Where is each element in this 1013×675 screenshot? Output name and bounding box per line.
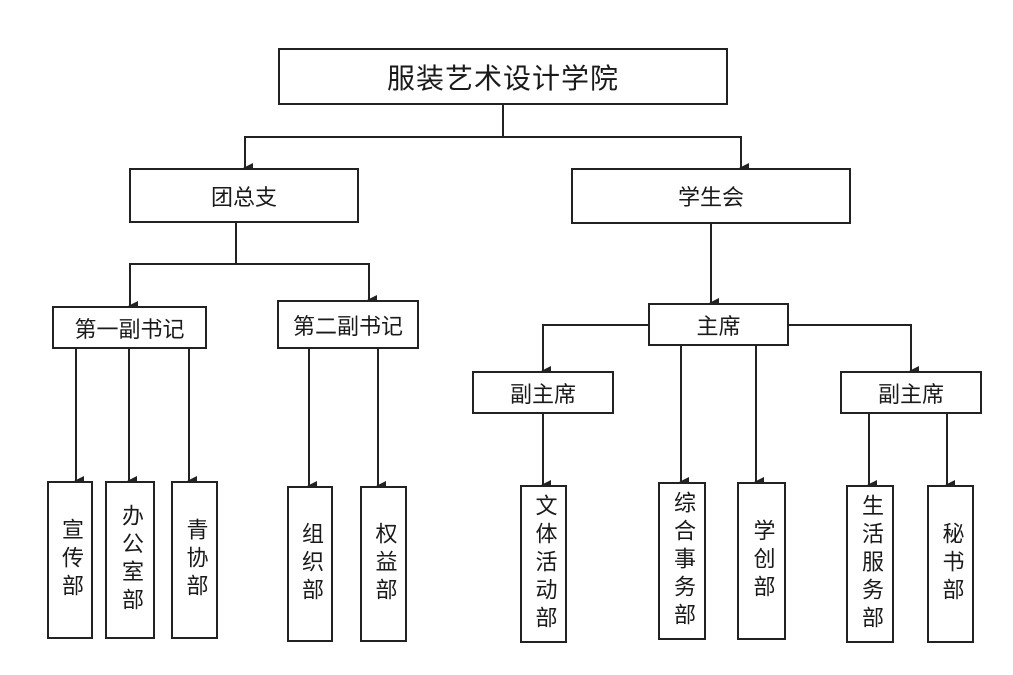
dept-node: 宣传部 [47,481,93,639]
connector-root-right [503,136,749,173]
dept-node: 综合事务部 [658,482,706,640]
league-label: 团总支 [210,185,277,211]
dept-node: 文体活动部 [520,485,567,643]
connector-league-first [128,263,236,311]
dept-node: 办公室部 [105,481,155,639]
union-node: 学生会 [571,168,851,224]
vice-chair-left-label: 副主席 [509,382,576,408]
connector-league-second [236,263,377,305]
league-node: 团总支 [129,168,359,223]
union-label: 学生会 [677,186,744,211]
dept-label: 生活服务部 [858,494,883,634]
vice-chair-left-node: 副主席 [472,371,614,414]
chair-label: 主席 [696,314,741,340]
second-deputy-label: 第二副书记 [292,314,403,340]
root-label: 服装艺术设计学院 [386,61,619,95]
dept-label: 文体活动部 [531,494,557,634]
dept-label: 学创部 [749,519,775,603]
connector-chair-left [541,324,648,376]
dept-node: 青协部 [171,481,218,639]
dept-node: 权益部 [360,486,407,642]
first-deputy-node: 第一副书记 [52,306,207,349]
dept-node: 学创部 [737,482,786,640]
dept-label: 综合事务部 [670,491,695,631]
dept-label: 组织部 [298,522,323,606]
second-deputy-node: 第二副书记 [277,300,419,349]
dept-label: 权益部 [371,522,397,606]
dept-node: 组织部 [287,486,333,642]
connector-root-left [243,136,503,173]
dept-node: 秘书部 [927,485,974,643]
vice-chair-right-label: 副主席 [877,382,944,408]
dept-node: 生活服务部 [846,485,894,643]
dept-label: 青协部 [182,518,208,602]
vice-chair-right-node: 副主席 [840,371,982,414]
chair-node: 主席 [648,303,789,346]
dept-label: 办公室部 [118,504,143,616]
connector-chair-right [789,324,919,376]
dept-label: 宣传部 [58,518,83,602]
root-node: 服装艺术设计学院 [278,48,728,105]
dept-label: 秘书部 [938,522,964,606]
first-deputy-label: 第一副书记 [74,317,185,343]
